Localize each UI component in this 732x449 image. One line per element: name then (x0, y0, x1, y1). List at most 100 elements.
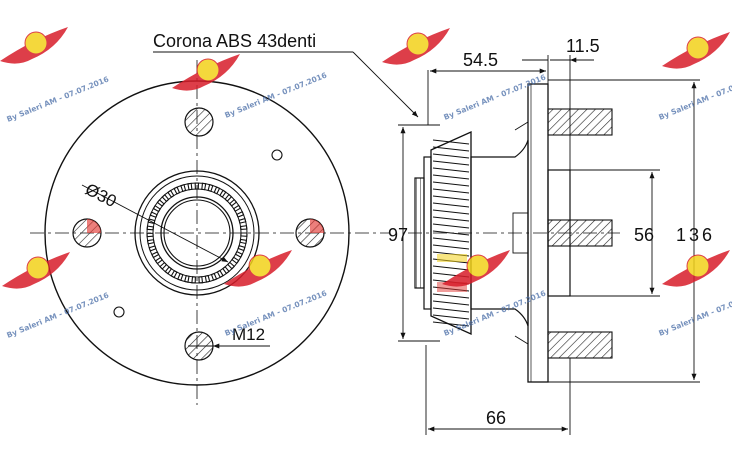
abs-tooth (177, 272, 184, 282)
watermark-logo (662, 250, 730, 287)
dim-overall-width: 66 (486, 408, 506, 428)
abs-tooth (224, 193, 233, 202)
side-tooth-line (432, 300, 470, 306)
dim-width-flange: 54.5 (463, 50, 498, 70)
abs-tooth (187, 182, 193, 191)
abs-ring-body (414, 177, 425, 289)
abs-tooth (227, 261, 236, 270)
abs-tooth (146, 232, 154, 238)
abs-tooth (231, 256, 240, 265)
side-tooth-line (432, 216, 470, 222)
watermark-text: By Saleri AM - 07.07.2016 (5, 75, 110, 124)
abs-tooth (219, 189, 227, 198)
abs-tooth (216, 269, 224, 279)
side-view (408, 83, 620, 383)
bolt-hole-left (72, 218, 102, 248)
stud-top (547, 108, 613, 136)
stud-bottom (547, 331, 613, 359)
side-tooth-line (432, 244, 470, 250)
watermark-text: By Saleri AM - 07.07.2016 (5, 291, 110, 340)
abs-tooth (239, 225, 248, 231)
watermark-logo (382, 28, 450, 65)
abs-tooth (148, 245, 157, 252)
side-tooth-line (432, 146, 470, 152)
small-hole-lower-left (113, 306, 125, 318)
watermark-text: By Saleri AM - 07.07.2016 (657, 289, 732, 338)
hub-ring-2 (139, 175, 255, 291)
abs-tooth (222, 266, 230, 275)
abs-tooth (173, 186, 181, 195)
side-tooth-line (432, 223, 470, 229)
abs-tooth (237, 244, 246, 252)
abs-tooth (239, 238, 248, 245)
abs-tooth (207, 183, 214, 192)
abs-tooth (184, 274, 190, 283)
dim-bore-diameter: Ø30 (82, 180, 119, 212)
abs-tooth (240, 232, 248, 237)
side-tooth-line (432, 209, 470, 215)
callout-leader (352, 51, 419, 118)
side-tooth-line (432, 167, 470, 173)
dim-line-bore (81, 184, 229, 263)
stud-middle (547, 219, 613, 247)
hub-outer-ring (134, 170, 260, 296)
abs-ring-callout: Corona ABS 43denti (153, 31, 316, 51)
abs-tooth (149, 211, 158, 218)
watermark-text: By Saleri AM - 07.07.2016 (223, 71, 328, 120)
abs-tooth (238, 217, 247, 224)
watermark-text: By Saleri AM - 07.07.2016 (223, 289, 328, 338)
abs-tooth (159, 261, 168, 270)
abs-tooth (164, 266, 173, 275)
watermark-logo (0, 27, 68, 64)
abs-tooth (151, 251, 160, 259)
bore (163, 199, 231, 267)
abs-tooth (204, 274, 211, 283)
side-tooth-line (432, 293, 470, 299)
watermark-logo (172, 54, 240, 91)
abs-tooth (170, 269, 178, 279)
side-tooth-line (432, 160, 470, 166)
bolt-hole-right (295, 218, 325, 248)
side-tooth-line (432, 202, 470, 208)
abs-tooth (152, 204, 161, 213)
abs-tooth (161, 194, 170, 203)
side-dimensions (398, 55, 700, 435)
dim-center-bore: 56 (634, 225, 654, 245)
dim-offset: 11.5 (566, 36, 600, 56)
side-tooth-line (432, 237, 470, 243)
dim-height-bolt-circle: 136 (676, 225, 712, 245)
abs-tooth (156, 199, 165, 207)
abs-tooth (146, 239, 155, 245)
dim-height-ring: 97 (388, 225, 408, 245)
side-tooth-line (432, 195, 470, 201)
watermark-text: By Saleri AM - 07.07.2016 (442, 289, 547, 338)
bore-ring (160, 196, 234, 270)
side-tooth-line (432, 321, 470, 327)
bolt-hole-top (184, 107, 214, 137)
abs-tooth (167, 189, 175, 198)
abs-tooth (236, 211, 245, 218)
side-tooth-line (432, 174, 470, 180)
watermark-layer: By Saleri AM - 07.07.2016 By Saleri AM - … (0, 27, 732, 340)
watermark-logo (442, 250, 510, 287)
abs-tooth (146, 225, 155, 231)
abs-tooth (201, 182, 207, 191)
watermark-logo (2, 252, 70, 289)
abs-tooth (234, 250, 244, 258)
side-tooth-line (432, 153, 470, 159)
side-tooth-line (432, 265, 470, 271)
watermark-text: By Saleri AM - 07.07.2016 (442, 73, 547, 122)
small-hole-upper-right (271, 149, 283, 161)
side-tooth-line (432, 230, 470, 236)
side-tooth-line (432, 314, 470, 320)
abs-tooth (229, 198, 238, 207)
front-view (30, 60, 390, 405)
watermark-logo (662, 32, 730, 69)
watermark-logo (224, 250, 292, 287)
abs-tooth (198, 276, 204, 284)
abs-tooth (213, 186, 221, 195)
abs-tooth (180, 184, 187, 193)
side-tooth-line (432, 139, 470, 145)
